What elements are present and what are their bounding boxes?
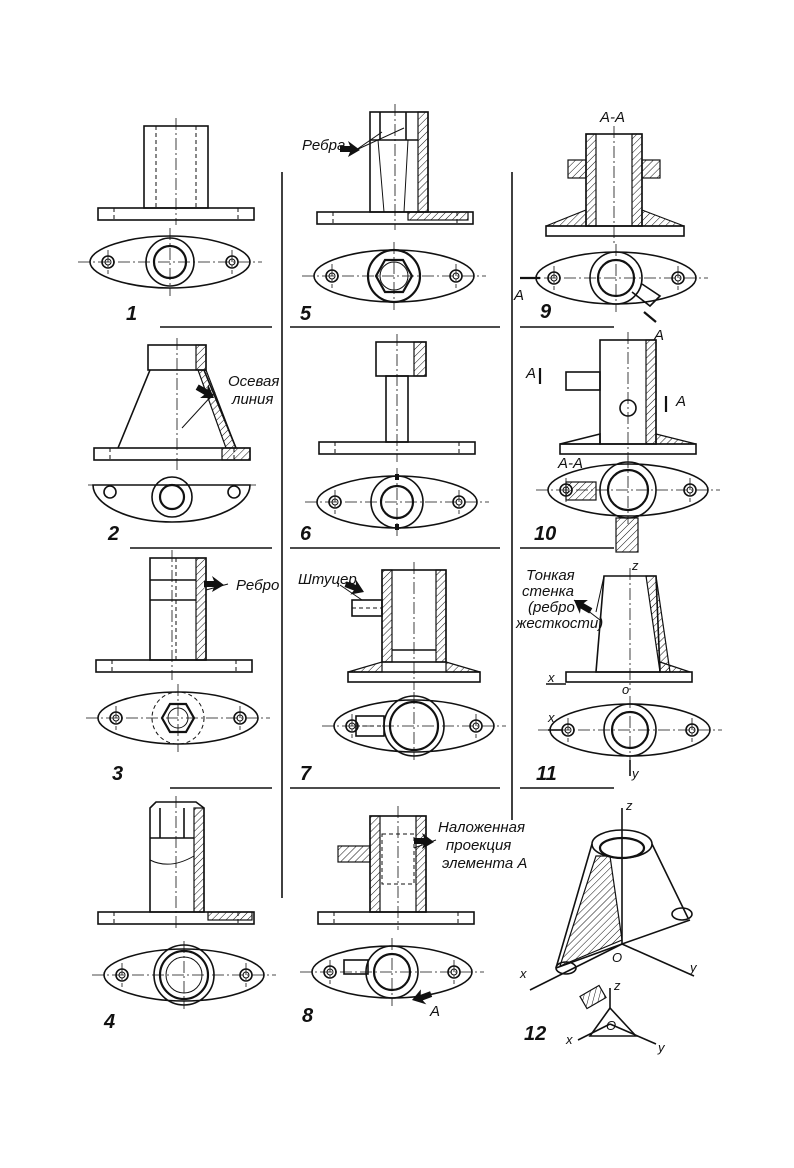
triad-y-label: y [657,1040,666,1055]
figure-number: 2 [107,523,119,545]
callout-axis-line-1: Осевая [228,373,279,390]
figure-3: Ребро 3 [85,550,279,785]
callout-thin-wall-1: Тонкая [526,567,575,584]
axis-y-label: y [689,960,698,975]
figure-12: z x y O z x y O 12 [519,798,698,1055]
triad-z-label: z [613,978,621,993]
section-title-aa: А-А [599,109,625,126]
callout-ribs: Ребра [302,137,345,154]
origin-label: O [612,950,622,965]
figure-number: 6 [300,523,312,545]
figure-10: A A А-А 10 [525,332,721,553]
figure-5: Ребра 5 [300,104,487,325]
axis-x-label: x [547,670,555,685]
view-mark-a: A [429,1003,440,1020]
axis-z-label: z [631,558,639,573]
axis-y-label: y [631,766,640,781]
callout-rib: Ребро [236,577,279,594]
callout-axis-line-2: линия [231,391,273,408]
callout-thin-wall-3: (ребро [528,599,575,616]
axis-x-label: x [519,966,527,981]
callout-thin-wall-4: жесткости) [515,615,603,632]
figure-9: А-А A A 9 [513,109,709,344]
callout-thin-wall-2: стенка [522,583,574,600]
figure-number: 12 [524,1023,546,1045]
separator-lines [130,172,614,898]
section-mark-a-right: A [675,393,686,410]
triad-origin-label: O [606,1018,616,1033]
figure-2: Осевая линия 2 [88,338,279,545]
figure-11: x z o Тонкая стенка (ребро жесткости) x … [515,558,723,785]
figure-number: 9 [540,301,552,323]
figure-8: Наложенная проекция элемента А A 8 [299,806,527,1027]
callout-overlay-line-3: элемента А [442,855,527,872]
origin-label: o [622,682,629,697]
figure-1: 1 [77,118,263,325]
axis-z-label: z [625,798,633,813]
figure-number: 4 [103,1011,115,1033]
section-title-aa: А-А [557,455,583,472]
section-mark-a-right: A [653,327,664,344]
figure-7: Штуцер 7 [298,562,507,785]
figure-6: 6 [300,334,490,545]
figure-4: 4 [91,796,277,1033]
figure-number: 7 [300,763,312,785]
figure-number: 5 [300,303,312,325]
callout-fitting: Штуцер [298,571,357,588]
triad-x-label: x [565,1032,573,1047]
callout-overlay-line-1: Наложенная [438,819,525,836]
figure-number: 10 [534,523,556,545]
section-mark-a-left: A [513,287,524,304]
axis-x-label: x [547,710,555,725]
figure-number: 8 [302,1005,314,1027]
section-mark-a-left: A [525,365,536,382]
callout-overlay-line-2: проекция [446,837,511,854]
figure-number: 3 [112,763,123,785]
figure-number: 11 [536,763,557,785]
figure-number: 1 [126,303,137,325]
